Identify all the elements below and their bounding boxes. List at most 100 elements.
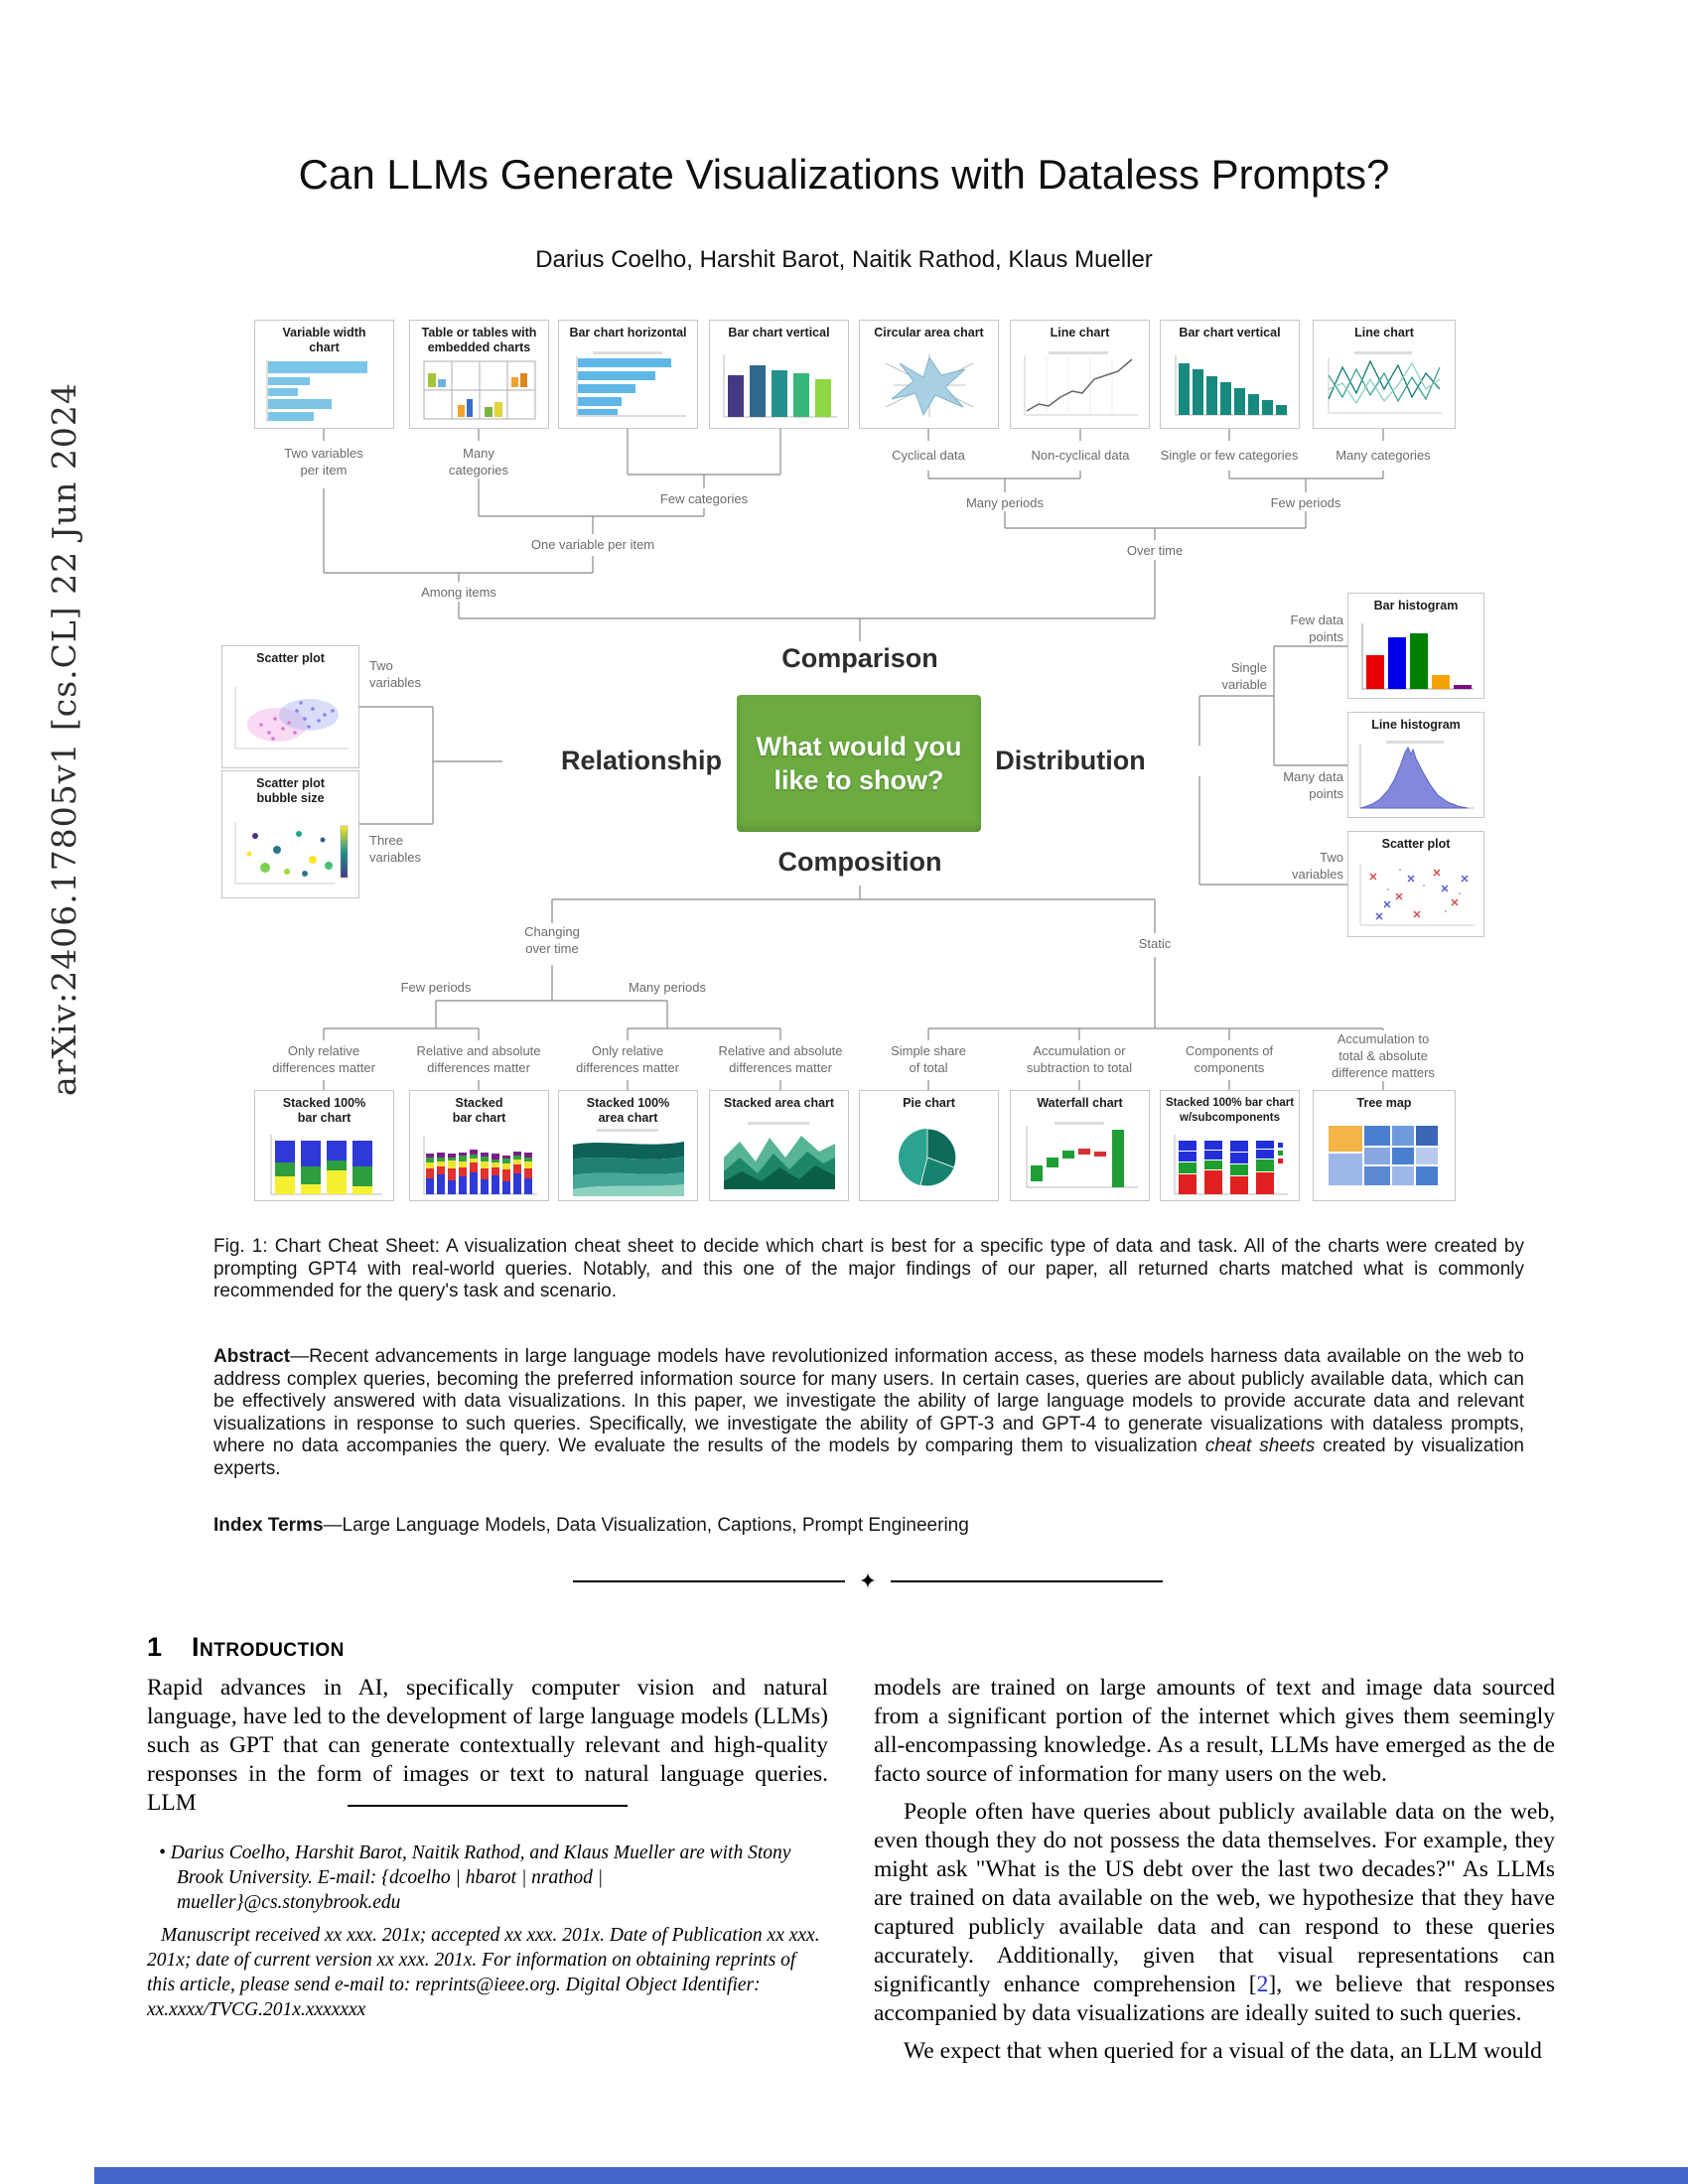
section-number: 1 [147,1632,163,1662]
intro-paragraph-1: models are trained on large amounts of t… [874,1675,1555,1787]
variable-width-chart-thumbnail [266,360,367,422]
paper-title: Can LLMs Generate Visualizations with Da… [298,151,1390,198]
chart-card-bar-histogram: Bar histogram [1347,593,1484,699]
intro-paragraph-2-text: People often have queries about publicly… [874,1799,1555,1997]
tree-map-thumbnail [1329,1125,1438,1185]
abstract-body-end: created by visualization experts. [213,1435,1524,1479]
abstract-label: Abstract [213,1346,291,1367]
tree-label-few-data-points: Few data points [1234,612,1343,645]
chart-card-stacked-bar: Stacked bar chart [409,1090,549,1201]
abstract-body: —Recent advancements in large language m… [213,1346,1524,1456]
tree-leaf-simple-share: Simple share of total [852,1042,1005,1076]
chart-card-variable-width: Variable width chart [254,320,394,429]
tree-label-two-variables-2: Two variables [1234,849,1343,883]
tree-label-few-periods: Few periods [1226,494,1385,511]
tree-label-many-categories-2: Many categories [1304,447,1463,464]
section-title: Introduction [192,1632,345,1662]
chart-card-scatter-bubble: Scatter plot bubble size [221,770,359,898]
tree-label-few-periods-2: Few periods [366,979,505,996]
chart-card-title: Stacked area chart [723,1096,835,1110]
waterfall-chart-thumbnail [1026,1121,1138,1188]
tree-leaf-only-relative-2: Only relative differences matter [551,1042,704,1076]
branch-comparison: Comparison [711,643,1009,674]
tree-label-two-variables: Two variables [369,657,479,691]
chart-card-title: Line histogram [1371,718,1461,732]
chart-card-title: Variable width chart [282,326,366,354]
chart-card-title: Stacked 100% area chart [586,1096,670,1125]
circular-area-chart-thumbnail [885,352,973,417]
chart-card-bar-vertical: Bar chart vertical [709,320,849,429]
line-histogram-thumbnail [1359,741,1474,809]
chart-card-line-histogram: Line histogram [1347,712,1484,818]
chart-card-title: Stacked 100% bar chart [282,1096,366,1125]
tree-label-many-categories: Many categories [399,445,558,478]
tree-label-many-data-points: Many data points [1234,768,1343,802]
tree-label-many-periods: Many periods [925,494,1084,511]
chart-card-bar-horizontal: Bar chart horizontal [558,320,698,429]
chart-card-stacked-100-subcomponents: Stacked 100% bar chart w/subcomponents [1160,1090,1300,1201]
tree-leaf-only-relative-1: Only relative differences matter [247,1042,400,1076]
chart-card-table-embedded: Table or tables with embedded charts [409,320,549,429]
stacked-bar-thumbnail [423,1137,537,1195]
footnote-rule [348,1805,628,1807]
index-terms-label: Index Terms [213,1515,324,1536]
citation-link-2[interactable]: 2 [1256,1972,1269,1997]
stacked-area-thumbnail [723,1121,835,1189]
chart-card-scatter-plot-2: Scatter plot [1347,831,1484,937]
tree-label-three-variables: Three variables [369,832,479,866]
chart-card-title: Line chart [1050,326,1110,340]
tree-label-many-periods-2: Many periods [593,979,742,996]
bar-histogram-thumbnail [1361,623,1474,690]
chart-card-title: Stacked 100% bar chart w/subcomponents [1165,1097,1295,1124]
pie-chart-thumbnail [898,1128,956,1186]
chart-card-bar-vertical-2: Bar chart vertical [1160,320,1300,429]
tree-label-changing-over-time: Changing over time [473,923,632,957]
abstract-emphasis: cheat sheets [1204,1435,1316,1456]
intro-paragraph-3: We expect that when queried for a visual… [904,2038,1542,2064]
tree-label-static: Static [1095,935,1214,952]
arxiv-watermark: arXiv:2406.17805v1 [cs.CL] 22 Jun 2024 [45,382,83,1096]
chart-card-title: Line chart [1354,326,1414,340]
scatter-bubble-thumbnail [234,821,348,884]
tree-leaf-accumulation-subtraction: Accumulation or subtraction to total [1003,1042,1156,1076]
chart-card-tree-map: Tree map [1313,1090,1456,1201]
chart-card-title: Table or tables with embedded charts [421,326,537,354]
chart-card-line-chart-1: Line chart [1010,320,1150,429]
tree-label-few-categories: Few categories [625,490,783,507]
tree-label-single-or-few-categories: Single or few categories [1148,447,1311,464]
tree-label-cyclical-data: Cyclical data [849,447,1008,464]
footnote-author-note: • Darius Coelho, Harshit Barot, Naitik R… [159,1843,791,1913]
chart-card-scatter-plot: Scatter plot [221,645,359,768]
branch-composition: Composition [711,847,1009,878]
central-question-text: What would you like to show? [756,732,962,795]
chart-card-title: Stacked bar chart [452,1096,506,1125]
branch-relationship: Relationship [502,746,780,776]
table-embedded-charts-thumbnail [423,360,535,420]
tree-leaf-relative-absolute-1: Relative and absolute differences matter [402,1042,555,1076]
figure-caption: Fig. 1: Chart Cheat Sheet: A visualizati… [213,1236,1524,1301]
divider-line-right [891,1580,1163,1582]
chart-card-title: Scatter plot bubble size [256,776,325,805]
chart-card-title: Bar histogram [1373,599,1459,613]
stacked-100-bar-thumbnail [270,1135,382,1195]
divider-line-left [573,1580,845,1582]
chart-card-stacked-100-area: Stacked 100% area chart [558,1090,698,1201]
tree-label-two-variables-per-item: Two variables per item [244,445,403,478]
chart-card-stacked-area: Stacked area chart [709,1090,849,1201]
scatter-plot-thumbnail [234,686,349,750]
intro-paragraph-2: People often have queries about publicly… [874,1798,1555,2028]
bar-chart-vertical-thumbnail [723,354,837,418]
chart-card-pie: Pie chart [859,1090,999,1201]
line-chart-thumbnail [1024,350,1138,416]
scatter-x-markers-thumbnail [1359,864,1474,926]
multi-line-chart-thumbnail [1328,350,1442,414]
tree-label-among-items: Among items [379,584,538,601]
tree-label-non-cyclical-data: Non-cyclical data [1001,447,1160,464]
intro-paragraph-2-text-end: ], we believe that responses accompanied… [874,1972,1555,2026]
divider-diamond-icon: ✦ [858,1569,878,1593]
bar-chart-horizontal-thumbnail [576,350,686,417]
intro-right-column: models are trained on large amounts of t… [874,1674,1555,2066]
tree-label-one-variable-per-item: One variable per item [503,536,682,553]
intro-left-column: Rapid advances in AI, specifically compu… [147,1674,828,1818]
